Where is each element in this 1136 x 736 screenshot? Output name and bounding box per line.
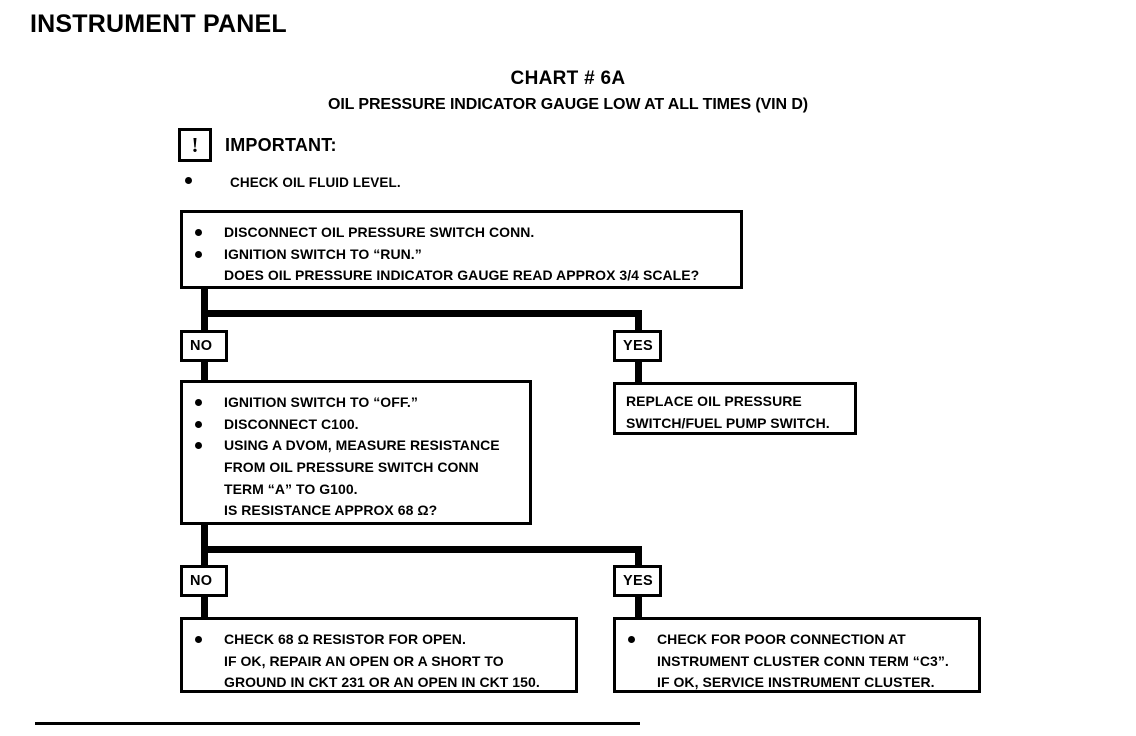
bullet-dot-icon [195,636,202,643]
step2-no-line-text: TERM “A” TO G100. [224,480,358,497]
step1-question-box: DISCONNECT OIL PRESSURE SWITCH CONN. IGN… [180,210,743,289]
chart-number-heading: CHART # 6A [510,68,626,89]
step3-yes-content: CHECK FOR POOR CONNECTION AT INSTRUMENT … [616,620,978,703]
step3-no-line-text: GROUND IN CKT 231 OR AN OPEN IN CKT 150. [224,674,540,691]
step2-yes-line-text: SWITCH/FUEL PUMP SWITCH. [626,414,830,431]
exclamation-in-box-icon: ! [178,128,212,162]
connector-branch1-no-down [201,310,208,332]
step3-yes-line-text: IF OK, SERVICE INSTRUMENT CLUSTER. [657,674,935,691]
branch1-no-label: NO [180,330,228,362]
bullet-dot-spacer [628,679,635,686]
branch1-yes-label: YES [613,330,662,362]
step2-no-line-text: USING A DVOM, MEASURE RESISTANCE [224,437,500,454]
step3-no-box: CHECK 68 Ω RESISTOR FOR OPEN. IF OK, REP… [180,617,578,693]
important-bullet-item: CHECK OIL FLUID LEVEL. [185,175,401,190]
step3-yes-line: INSTRUMENT CLUSTER CONN TERM “C3”. [628,651,968,673]
branch2-no-label: NO [180,565,228,597]
step1-line-text: DOES OIL PRESSURE INDICATOR GAUGE READ A… [224,267,700,284]
step1-line-text: DISCONNECT OIL PRESSURE SWITCH CONN. [224,224,535,240]
bullet-dot-spacer [195,679,202,686]
step2-no-line: TERM “A” TO G100. [195,479,519,501]
step2-no-line: IGNITION SWITCH TO “OFF.” [195,392,519,414]
branch2-yes-label: YES [613,565,662,597]
bullet-dot-spacer [195,507,202,514]
bullet-dot-icon [185,177,192,184]
step2-no-line-text: IGNITION SWITCH TO “OFF.” [224,394,418,410]
connector-yes-to-step3 [635,597,642,617]
step2-no-line-text: FROM OIL PRESSURE SWITCH CONN [224,459,479,476]
step2-yes-result-box: REPLACE OIL PRESSURE SWITCH/FUEL PUMP SW… [613,382,857,435]
step3-no-line-text: IF OK, REPAIR AN OPEN OR A SHORT TO [224,652,504,669]
connector-branch2-horizontal [201,546,642,553]
step1-line: DOES OIL PRESSURE INDICATOR GAUGE READ A… [195,265,730,287]
bullet-dot-spacer [628,658,635,665]
step2-no-line: DISCONNECT C100. [195,414,519,436]
step3-yes-line: CHECK FOR POOR CONNECTION AT [628,629,968,651]
step2-no-line-text: DISCONNECT C100. [224,415,359,432]
step3-no-line: GROUND IN CKT 231 OR AN OPEN IN CKT 150. [195,672,565,694]
step1-content: DISCONNECT OIL PRESSURE SWITCH CONN. IGN… [183,213,740,296]
bullet-dot-icon [195,442,202,450]
footer-rule [35,722,640,725]
step3-no-line: IF OK, REPAIR AN OPEN OR A SHORT TO [195,651,565,673]
chart-subtitle-heading: OIL PRESSURE INDICATOR GAUGE LOW AT ALL … [327,96,809,113]
bullet-dot-icon [628,636,635,643]
bullet-dot-spacer [195,464,202,471]
important-label: IMPORTANT: [225,134,337,155]
step3-no-line-text: CHECK 68 Ω RESISTOR FOR OPEN. [224,631,466,647]
connector-branch2-no-down [201,546,208,568]
step2-no-line: USING A DVOM, MEASURE RESISTANCE [195,435,519,457]
bullet-dot-icon [195,420,202,428]
important-notice: ! IMPORTANT: CHECK OIL FLUID LEVEL. [178,128,401,190]
step3-yes-box: CHECK FOR POOR CONNECTION AT INSTRUMENT … [613,617,981,693]
connector-yes-to-step2 [635,362,642,382]
step2-no-line: IS RESISTANCE APPROX 68 Ω? [195,500,519,522]
connector-branch2-yes-down [635,546,642,568]
connector-step2-down [201,525,208,553]
step3-no-content: CHECK 68 Ω RESISTOR FOR OPEN. IF OK, REP… [183,620,575,703]
step2-no-line-text: IS RESISTANCE APPROX 68 Ω? [224,502,438,519]
step2-yes-content: REPLACE OIL PRESSURE SWITCH/FUEL PUMP SW… [616,385,854,440]
step2-no-line: FROM OIL PRESSURE SWITCH CONN [195,457,519,479]
connector-no-to-step3 [201,597,208,617]
connector-no-to-step2 [201,362,208,382]
connector-branch1-horizontal [201,310,642,317]
bullet-dot-spacer [195,658,202,665]
step1-line: IGNITION SWITCH TO “RUN.” [195,244,730,266]
bullet-dot-icon [195,399,202,406]
step2-no-box: IGNITION SWITCH TO “OFF.” DISCONNECT C10… [180,380,532,525]
step2-yes-line-text: REPLACE OIL PRESSURE [626,393,802,409]
important-bullet-text: CHECK OIL FLUID LEVEL. [230,175,401,190]
bullet-dot-spacer [195,486,202,493]
step3-no-line: CHECK 68 Ω RESISTOR FOR OPEN. [195,629,565,651]
important-header-row: ! IMPORTANT: [178,128,401,162]
step3-yes-line: IF OK, SERVICE INSTRUMENT CLUSTER. [628,672,968,694]
bullet-dot-icon [195,229,202,236]
step3-yes-line-text: CHECK FOR POOR CONNECTION AT [657,631,906,647]
bullet-dot-icon [195,250,202,258]
connector-branch1-yes-down [635,310,642,332]
step3-yes-line-text: INSTRUMENT CLUSTER CONN TERM “C3”. [657,652,949,669]
connector-step1-down [201,289,208,317]
bullet-dot-spacer [195,272,202,279]
step1-line: DISCONNECT OIL PRESSURE SWITCH CONN. [195,222,730,244]
step1-line-text: IGNITION SWITCH TO “RUN.” [224,245,422,262]
page-title: INSTRUMENT PANEL [30,10,287,38]
step2-no-content: IGNITION SWITCH TO “OFF.” DISCONNECT C10… [183,383,529,531]
